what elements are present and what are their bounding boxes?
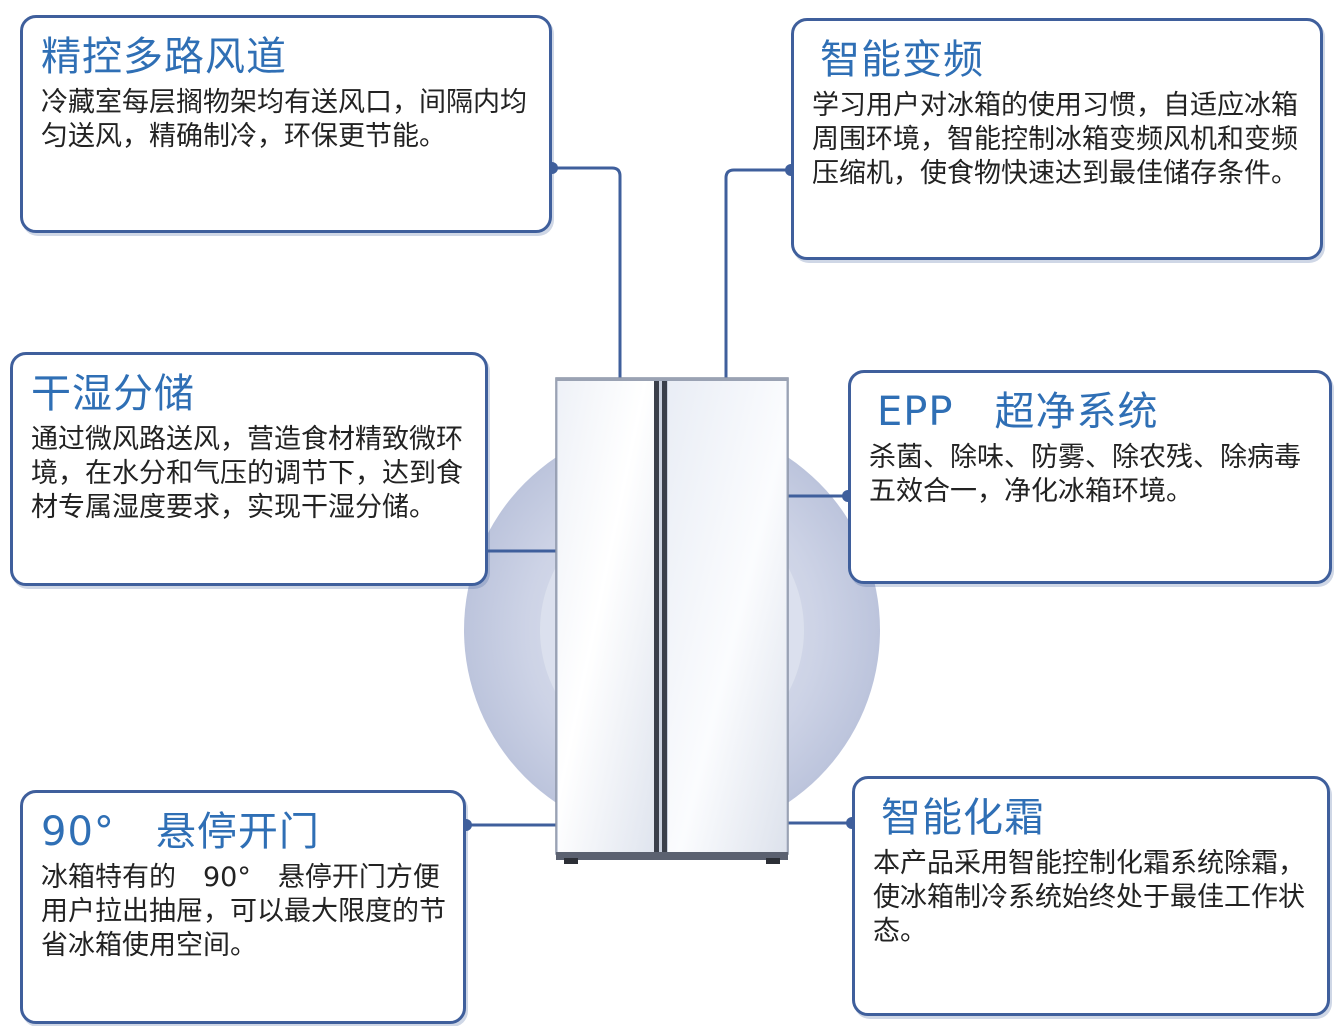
fridge-base	[556, 852, 788, 860]
feature-title: 智能变频	[820, 37, 984, 83]
fridge-foot-left	[564, 858, 578, 864]
feature-title: 精控多路风道	[41, 34, 287, 80]
connector-top-right	[724, 168, 791, 378]
feature-description: 冰箱特有的 90° 悬停开门方便用户拉出抽屉，可以最大限度的节省冰箱使用空间。	[41, 862, 446, 961]
feature-card-smart-defrost: 智能化霜 本产品采用智能控制化霜系统除霜，使冰箱制冷系统始终处于最佳工作状态。	[852, 776, 1330, 1016]
connector-top-left	[552, 166, 622, 378]
feature-card-epp-clean-system: EPP 超净系统 杀菌、除味、防雾、除农残、除病毒五效合一，净化冰箱环境。	[848, 370, 1332, 584]
feature-title: 干湿分储	[31, 371, 195, 417]
feature-title: EPP 超净系统	[877, 389, 1159, 435]
fridge-foot-right	[766, 858, 780, 864]
feature-card-dry-wet-storage: 干湿分储 通过微风路送风，营造食材精致微环境，在水分和气压的调节下，达到食材专属…	[10, 352, 488, 586]
feature-title: 90° 悬停开门	[41, 809, 320, 855]
feature-card-smart-inverter: 智能变频 学习用户对冰箱的使用习惯，自适应冰箱周围环境，智能控制冰箱变频风机和变…	[791, 18, 1323, 260]
feature-description: 杀菌、除味、防雾、除农残、除病毒五效合一，净化冰箱环境。	[869, 442, 1301, 507]
feature-card-precise-airflow: 精控多路风道 冷藏室每层搁物架均有送风口，间隔内均匀送风，精确制冷，环保更节能。	[20, 15, 552, 233]
feature-description: 通过微风路送风，营造食材精致微环境，在水分和气压的调节下，达到食材专属湿度要求，…	[31, 424, 463, 523]
feature-title: 智能化霜	[881, 795, 1045, 841]
fridge-handle-left	[654, 380, 659, 852]
feature-description: 学习用户对冰箱的使用习惯，自适应冰箱周围环境，智能控制冰箱变频风机和变频压缩机，…	[812, 90, 1298, 189]
fridge-top-edge	[556, 378, 788, 381]
connector-lines	[466, 166, 852, 827]
feature-card-hover-door: 90° 悬停开门 冰箱特有的 90° 悬停开门方便用户拉出抽屉，可以最大限度的节…	[20, 790, 466, 1024]
fridge-handle-right	[662, 380, 667, 852]
refrigerator-icon	[555, 377, 789, 864]
fridge-left-door	[558, 380, 656, 852]
feature-description: 冷藏室每层搁物架均有送风口，间隔内均匀送风，精确制冷，环保更节能。	[41, 87, 527, 152]
feature-description: 本产品采用智能控制化霜系统除霜，使冰箱制冷系统始终处于最佳工作状态。	[873, 848, 1305, 947]
fridge-right-door	[668, 380, 786, 852]
